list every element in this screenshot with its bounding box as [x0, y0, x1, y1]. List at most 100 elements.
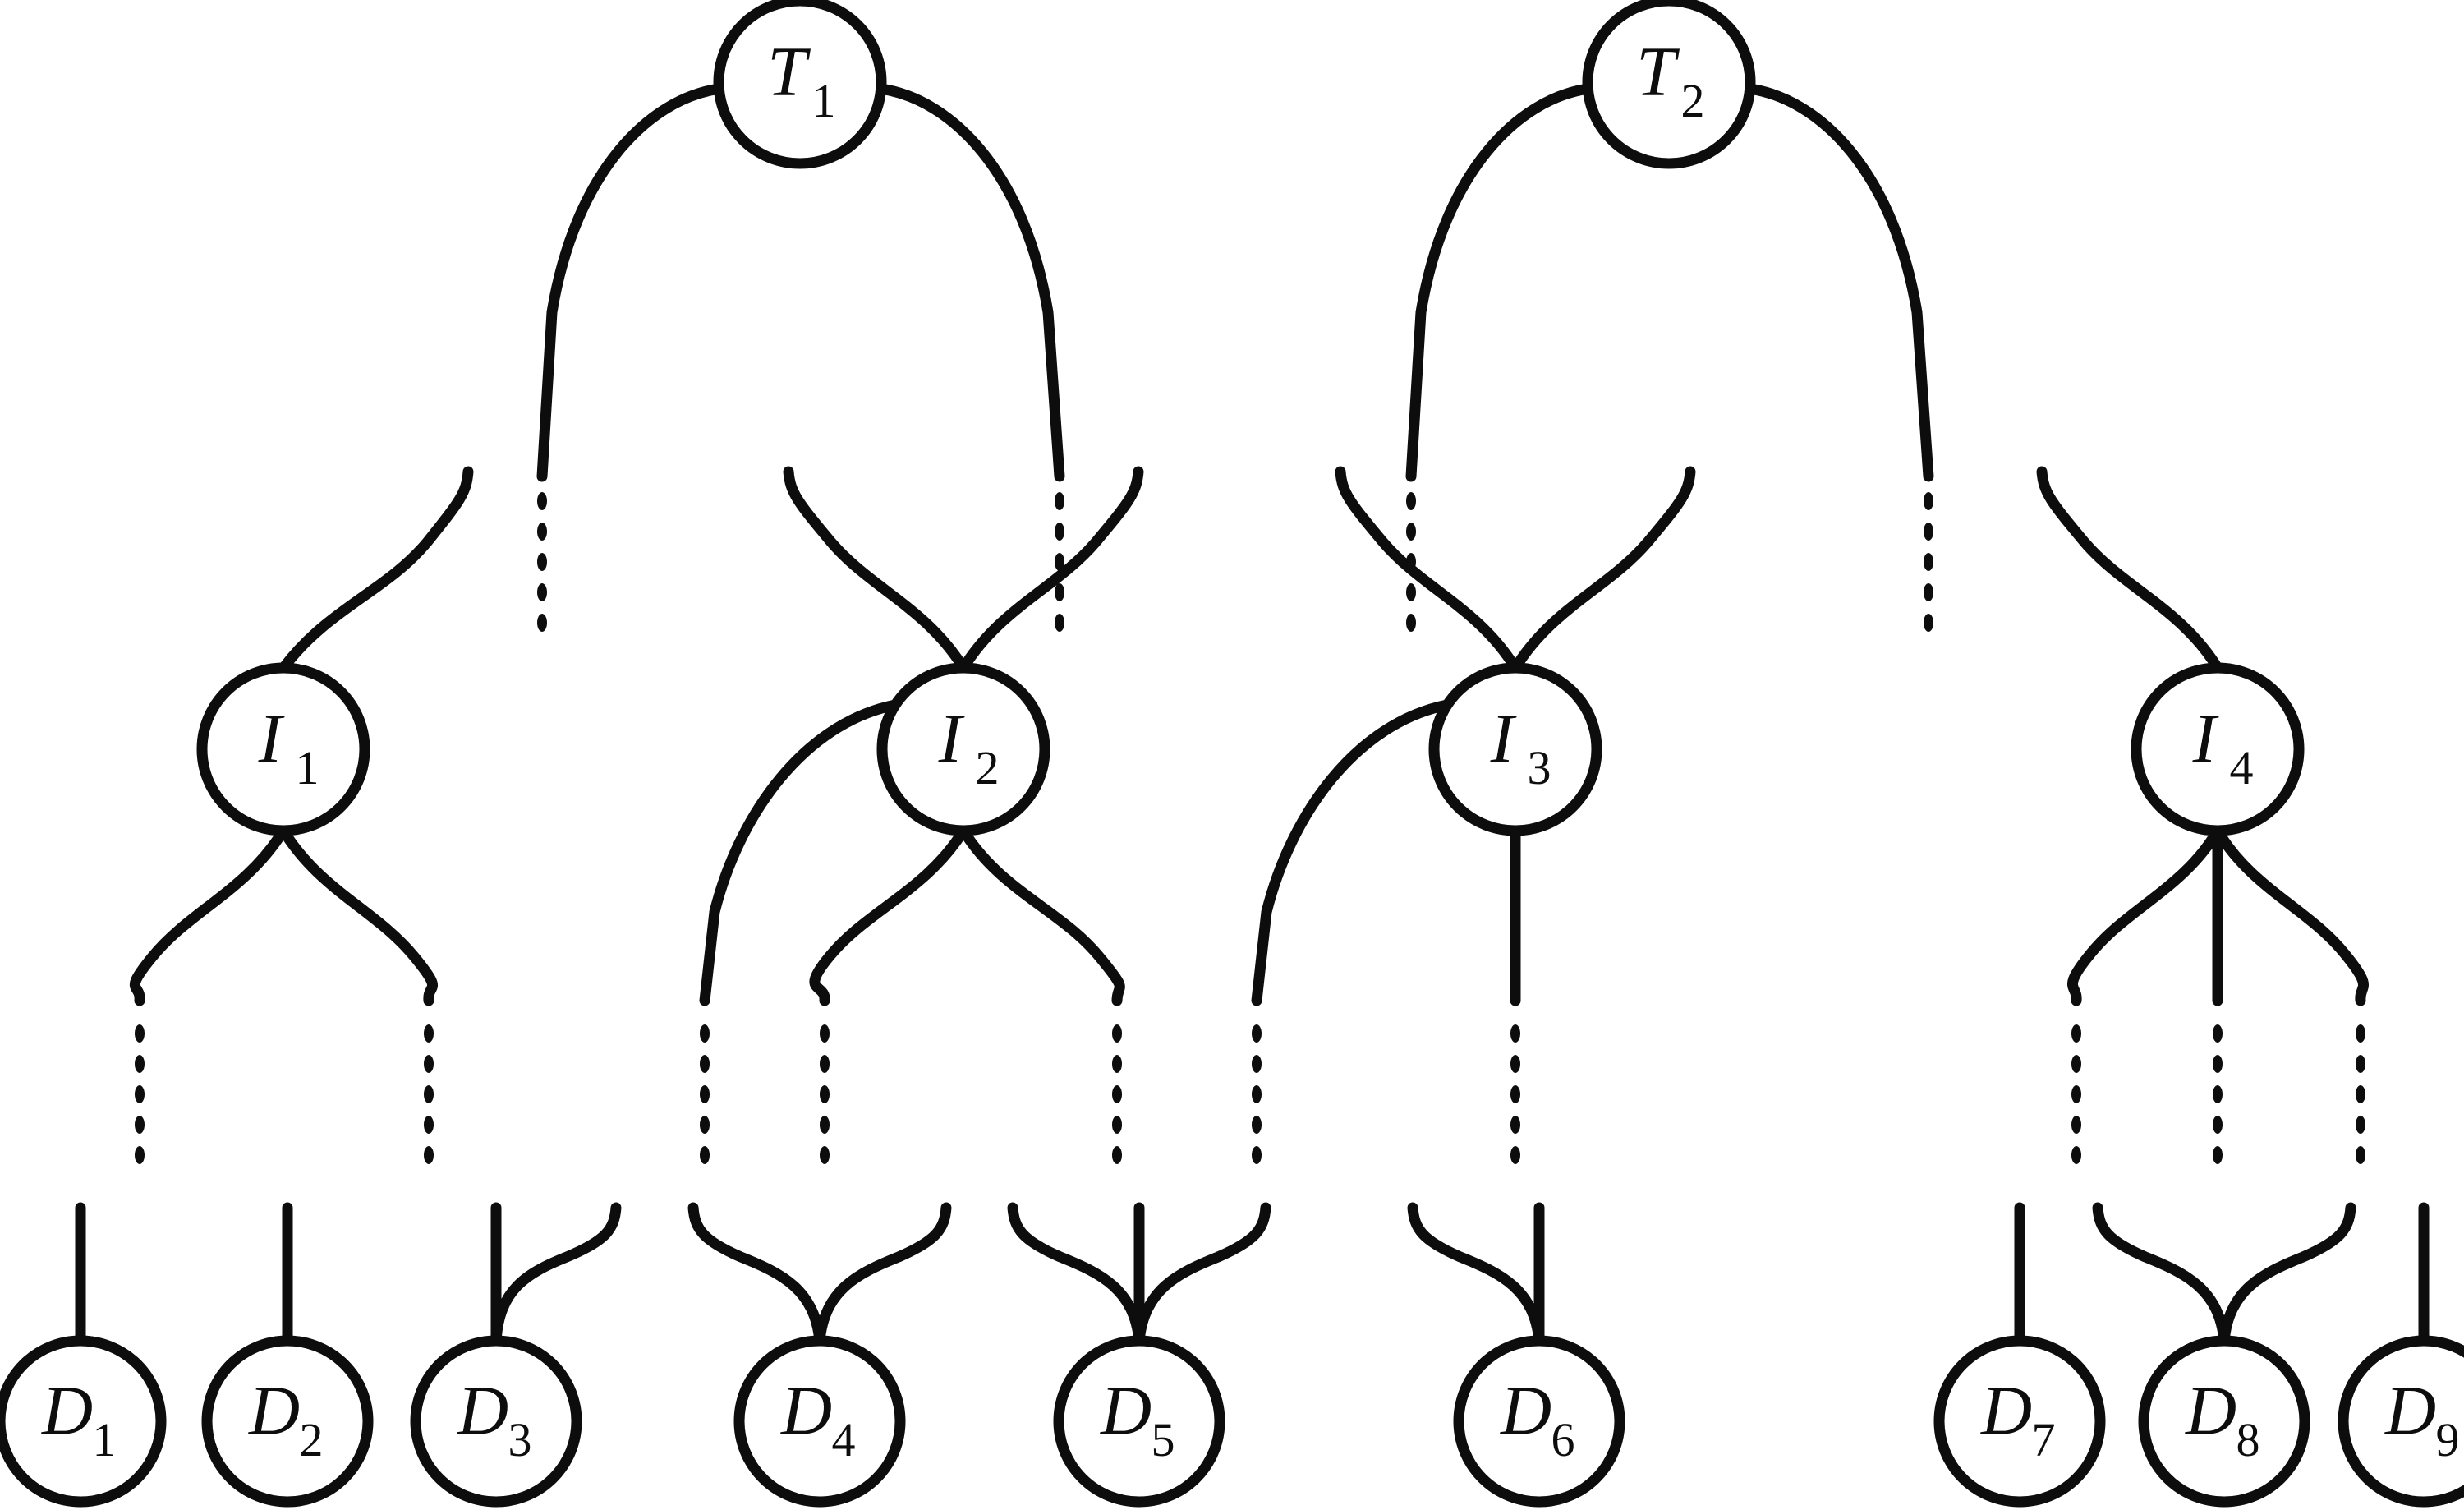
ellipsis-dot [1510, 1085, 1520, 1103]
node-circle-D4[interactable] [733, 1335, 906, 1508]
ellipsis-dot [537, 492, 547, 510]
ellipsis-dot [2071, 1055, 2081, 1073]
ellipsis-dot [1406, 583, 1416, 601]
ellipsis-dot [700, 1055, 710, 1073]
ellipsis-dot [2356, 1024, 2365, 1043]
ellipsis-dot [2071, 1085, 2081, 1103]
edge-I4-in-left [2036, 466, 2223, 674]
node-circle-T1[interactable] [713, 0, 887, 169]
middle-side-edges [699, 699, 1453, 1006]
ellipsis-dot [2213, 1146, 2223, 1164]
top-level-edges [536, 83, 1934, 482]
edge-I1-in-right [278, 466, 474, 674]
ellipsis-column [820, 1024, 830, 1164]
ellipsis-dot [1406, 553, 1416, 571]
ellipsis-dot [1055, 523, 1064, 541]
node-circle-T2[interactable] [1582, 0, 1756, 169]
node-circle-D8[interactable] [2138, 1335, 2310, 1508]
ellipsis-dot [1406, 614, 1416, 632]
node-circle-D1[interactable] [0, 1335, 167, 1508]
ellipsis-dot [1112, 1116, 1122, 1134]
node-circle-I3[interactable] [1428, 662, 1602, 836]
ellipsis-dot [537, 614, 547, 632]
edge-I1-out-right [278, 825, 438, 1006]
ellipsis-dot [135, 1085, 145, 1103]
ellipsis-dot [1252, 1055, 1262, 1073]
edge-D8-in-right [2218, 1202, 2356, 1347]
ellipsis-column [537, 492, 547, 632]
ellipsis-column [1252, 1024, 1262, 1164]
ellipsis-dot [135, 1024, 145, 1043]
ellipsis-column [1406, 492, 1416, 632]
ellipsis-dot [1055, 583, 1064, 601]
ellipsis-dot [2071, 1146, 2081, 1164]
ellipsis-dot [700, 1085, 710, 1103]
edge-D5-in-right [1133, 1202, 1271, 1347]
edge-I1-out-left [129, 825, 289, 1006]
ellipsis-row-upper [537, 492, 1933, 632]
edge-I3-in-right [1510, 466, 1696, 674]
node-circle-D3[interactable] [410, 1335, 582, 1508]
ellipsis-dot [700, 1024, 710, 1043]
ellipsis-dot [1112, 1024, 1122, 1043]
node-circle-D7[interactable] [1933, 1335, 2106, 1508]
ellipsis-dot [2213, 1024, 2223, 1043]
ellipsis-dot [1510, 1116, 1520, 1134]
ellipsis-dot [1055, 614, 1064, 632]
ellipsis-dot [1252, 1024, 1262, 1043]
ellipsis-column [2071, 1024, 2081, 1164]
ellipsis-dot [2356, 1085, 2365, 1103]
ellipsis-dot [2213, 1055, 2223, 1073]
edge-D3-in-right [490, 1202, 622, 1347]
ellipsis-dot [2356, 1055, 2365, 1073]
middle-outgoing-edges [129, 825, 2369, 1006]
ellipsis-dot [1252, 1146, 1262, 1164]
ellipsis-dot [820, 1055, 830, 1073]
ellipsis-dot [1406, 523, 1416, 541]
ellipsis-column [1112, 1024, 1122, 1164]
ellipsis-dot [537, 523, 547, 541]
ellipsis-row-lower [135, 1024, 2365, 1164]
ellipsis-dot [537, 553, 547, 571]
node-circle-D9[interactable] [2338, 1335, 2464, 1508]
ellipsis-dot [2356, 1146, 2365, 1164]
ellipsis-column [2356, 1024, 2365, 1164]
node-circle-I4[interactable] [2131, 662, 2305, 836]
node-circle-I2[interactable] [876, 662, 1050, 836]
ellipsis-dot [1252, 1116, 1262, 1134]
node-circle-D5[interactable] [1053, 1335, 1225, 1508]
ellipsis-column [1924, 492, 1933, 632]
edge-T2-left [1405, 83, 1594, 482]
node-circle-D6[interactable] [1453, 1335, 1625, 1508]
edge-I2-in-right [958, 466, 1144, 674]
ellipsis-dot [424, 1116, 434, 1134]
node-circle-D2[interactable] [201, 1335, 374, 1508]
edge-D6-in-left [1407, 1202, 1545, 1347]
ellipsis-column [1510, 1024, 1520, 1164]
node-circle-I1[interactable] [196, 662, 370, 836]
ellipsis-dot [700, 1146, 710, 1164]
ellipsis-dot [537, 583, 547, 601]
ellipsis-dot [1112, 1055, 1122, 1073]
ellipsis-column [424, 1024, 434, 1164]
ellipsis-dot [820, 1146, 830, 1164]
